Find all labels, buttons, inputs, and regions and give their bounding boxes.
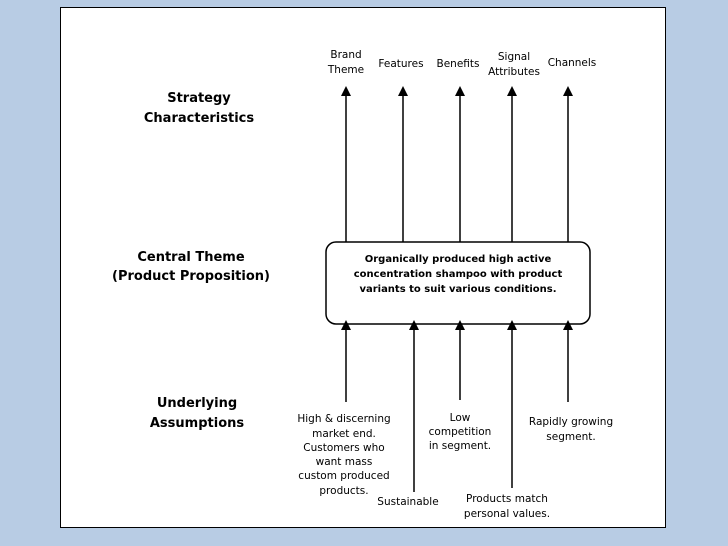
central-theme-label-line-1: Central Theme bbox=[137, 250, 244, 265]
central-box-line-3: variants to suit various conditions. bbox=[359, 284, 556, 295]
assumption-rapidly-growing: Rapidly growing segment. bbox=[529, 416, 613, 443]
svg-text:Customers who: Customers who bbox=[303, 442, 384, 454]
assumption-products-match: Products match personal values. bbox=[464, 493, 550, 520]
svg-text:Low: Low bbox=[450, 412, 471, 424]
svg-text:Products match: Products match bbox=[466, 493, 548, 505]
central-box-line-1: Organically produced high active bbox=[365, 254, 552, 265]
central-theme-label-line-2: (Product Proposition) bbox=[112, 269, 270, 284]
strategy-label-line-2: Characteristics bbox=[144, 111, 254, 126]
characteristic-signal-attributes: Signal Attributes bbox=[488, 51, 540, 78]
svg-text:Theme: Theme bbox=[327, 64, 364, 76]
svg-text:Brand: Brand bbox=[330, 49, 361, 61]
characteristic-features: Features bbox=[378, 58, 423, 70]
characteristic-channels: Channels bbox=[548, 57, 597, 69]
svg-text:segment.: segment. bbox=[546, 431, 595, 443]
svg-text:Channels: Channels bbox=[548, 57, 597, 69]
svg-text:custom produced: custom produced bbox=[298, 470, 389, 482]
svg-text:in segment.: in segment. bbox=[429, 440, 491, 452]
svg-text:market end.: market end. bbox=[312, 428, 376, 440]
svg-text:Rapidly growing: Rapidly growing bbox=[529, 416, 613, 428]
strategy-label-line-1: Strategy bbox=[167, 91, 231, 106]
svg-text:High & discerning: High & discerning bbox=[297, 413, 390, 425]
svg-text:Attributes: Attributes bbox=[488, 66, 540, 78]
svg-text:Benefits: Benefits bbox=[437, 58, 480, 70]
assumption-high-discerning: High & discerning market end. Customers … bbox=[297, 413, 390, 497]
assumption-sustainable: Sustainable bbox=[377, 496, 438, 508]
central-box-line-2: concentration shampoo with product bbox=[354, 269, 563, 280]
assumptions-label-line-2: Assumptions bbox=[150, 416, 244, 431]
svg-text:Signal: Signal bbox=[498, 51, 530, 63]
characteristic-benefits: Benefits bbox=[437, 58, 480, 70]
svg-text:competition: competition bbox=[429, 426, 492, 438]
characteristic-brand-theme: Brand Theme bbox=[327, 49, 364, 76]
assumptions-label-line-1: Underlying bbox=[157, 396, 237, 411]
svg-text:Features: Features bbox=[378, 58, 423, 70]
assumption-low-competition: Low competition in segment. bbox=[429, 412, 492, 452]
svg-text:want mass: want mass bbox=[316, 456, 373, 468]
svg-text:personal values.: personal values. bbox=[464, 508, 550, 520]
svg-text:Sustainable: Sustainable bbox=[377, 496, 438, 508]
svg-text:products.: products. bbox=[319, 485, 368, 497]
